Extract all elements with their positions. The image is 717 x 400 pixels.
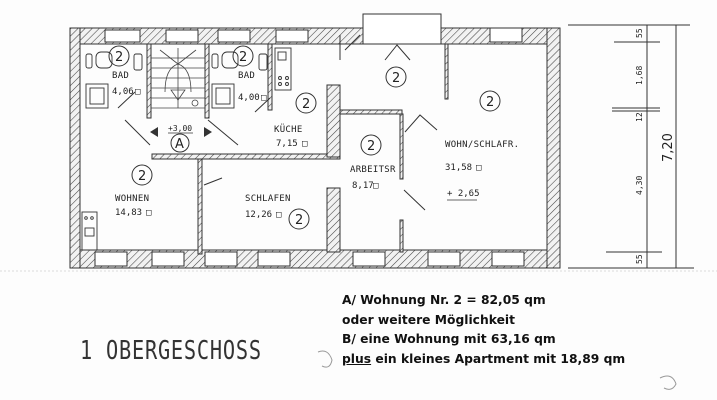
windows-top	[104, 13, 523, 45]
room-number-circles	[108, 45, 501, 230]
dimension-labels: 55 1,68 12 4,30 55 7,20	[635, 28, 676, 264]
room-bad-2: BAD 4,00 □	[238, 71, 267, 103]
svg-text:WOHNEN: WOHNEN	[115, 194, 149, 204]
floor-title: 1 OBERGESCHOSS	[80, 336, 262, 366]
svg-text:2: 2	[295, 213, 303, 228]
svg-text:4,30: 4,30	[635, 176, 644, 195]
svg-text:2: 2	[302, 97, 310, 112]
svg-text:□: □	[476, 163, 482, 173]
svg-text:BAD: BAD	[238, 71, 255, 81]
svg-text:□: □	[135, 87, 141, 97]
dimension-chain	[0, 24, 717, 272]
svg-text:14,83: 14,83	[115, 208, 142, 218]
svg-text:□: □	[373, 181, 379, 191]
svg-text:WOHN/SCHLAFR.: WOHN/SCHLAFR.	[445, 140, 519, 150]
svg-text:ARBEITSR: ARBEITSR	[350, 165, 396, 175]
room-wohnen: WOHNEN 14,83 □	[115, 194, 152, 218]
svg-text:12,26: 12,26	[245, 210, 272, 220]
room-wohn-schlafr: WOHN/SCHLAFR. 31,58 □ + 2,65	[445, 140, 519, 201]
room-kueche: KÜCHE 7,15 □	[274, 124, 308, 149]
svg-text:KÜCHE: KÜCHE	[274, 124, 303, 135]
svg-text:□: □	[261, 93, 267, 103]
svg-text:SCHLAFEN: SCHLAFEN	[245, 194, 291, 204]
svg-text:2: 2	[138, 169, 146, 184]
svg-text:7,15: 7,15	[276, 139, 298, 149]
svg-text:2: 2	[239, 50, 247, 65]
entry-marker: A +3,00	[150, 124, 212, 153]
svg-text:BAD: BAD	[112, 71, 129, 81]
svg-text:2: 2	[115, 50, 123, 65]
svg-text:55: 55	[635, 28, 644, 38]
svg-text:12: 12	[635, 112, 644, 122]
svg-text:□: □	[276, 210, 282, 220]
svg-text:□: □	[146, 208, 152, 218]
living-stove-icon	[81, 211, 98, 251]
note-plus-word: plus	[342, 351, 372, 366]
entry-marker-label: A	[175, 137, 184, 152]
area-notes: A/ Wohnung Nr. 2 = 82,05 qm oder weitere…	[342, 291, 625, 369]
svg-text:2: 2	[367, 139, 375, 154]
svg-text:4,06: 4,06	[112, 87, 134, 97]
note-apartment: plus ein kleines Apartment mit 18,89 qm	[342, 350, 625, 370]
room-arbeitsr: ARBEITSR 8,17 □	[350, 165, 396, 191]
svg-text:4,00: 4,00	[238, 93, 260, 103]
entry-level-text: +3,00	[168, 124, 192, 133]
windows-bottom	[94, 251, 525, 267]
svg-text:31,58: 31,58	[445, 163, 472, 173]
level-marker-text: + 2,65	[447, 189, 480, 199]
room-number-labels: 2 2 2 2 2 2 2 2	[115, 50, 494, 228]
staircase	[151, 48, 205, 109]
scan-artifacts	[317, 350, 677, 390]
doors	[117, 34, 438, 211]
note-option-a: A/ Wohnung Nr. 2 = 82,05 qm	[342, 293, 546, 307]
svg-text:□: □	[302, 139, 308, 149]
kitchen-stove-icon	[274, 47, 292, 91]
bath-fixtures	[85, 51, 268, 109]
total-depth-label: 7,20	[661, 133, 676, 162]
note-option-b: B/ eine Wohnung mit 63,16 qm	[342, 332, 556, 346]
svg-text:2: 2	[392, 71, 400, 86]
note-apartment-rest: ein kleines Apartment mit 18,89 qm	[371, 351, 626, 366]
room-bad-1: BAD 4,06 □	[112, 71, 141, 97]
interior-walls	[146, 43, 449, 255]
svg-text:1,68: 1,68	[635, 66, 644, 85]
svg-text:55: 55	[635, 254, 644, 264]
note-alternative: oder weitere Möglichkeit	[342, 312, 515, 327]
svg-text:8,17: 8,17	[352, 181, 374, 191]
room-schlafen: SCHLAFEN 12,26 □	[245, 194, 291, 220]
svg-text:2: 2	[486, 95, 494, 110]
